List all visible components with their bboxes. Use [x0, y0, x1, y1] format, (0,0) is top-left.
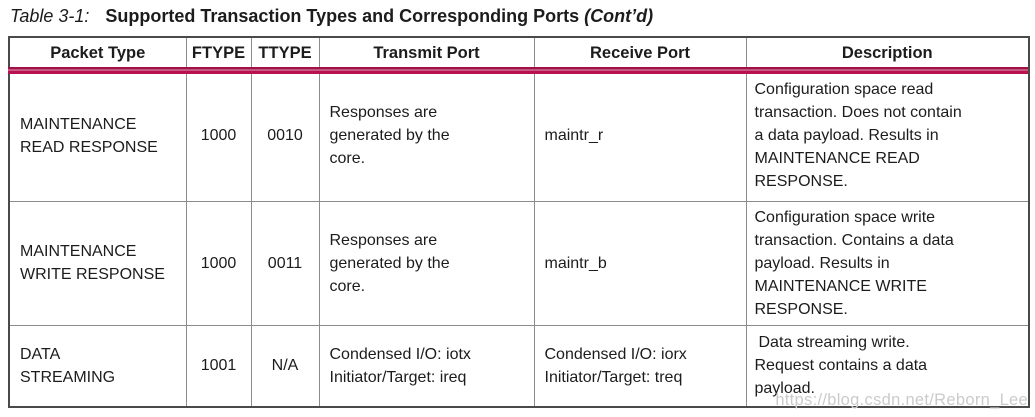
- table-caption-label: Table 3-1:: [10, 6, 90, 26]
- transmit-port-cell: Responses are generated by the core.: [318, 69, 535, 202]
- col-header-receive-port: Receive Port: [533, 36, 747, 70]
- table-caption-contd: (Cont’d): [584, 6, 654, 26]
- col-header-transmit-port: Transmit Port: [318, 36, 535, 70]
- csdn-watermark: https://blog.csdn.net/Reborn_Lee: [775, 391, 1028, 409]
- receive-port-cell: Condensed I/O: iorx Initiator/Target: tr…: [533, 324, 747, 408]
- description-cell: Configuration space read transaction. Do…: [745, 69, 1030, 202]
- ttype-cell: N/A: [250, 324, 320, 408]
- description-cell: Data streaming write. Request contains a…: [745, 324, 1030, 408]
- table-caption: Table 3-1: Supported Transaction Types an…: [10, 4, 653, 28]
- table-caption-text: Supported Transaction Types and Correspo…: [105, 6, 580, 26]
- ftype-cell: 1000: [185, 200, 252, 326]
- table-header-row: Packet Type FTYPE TTYPE Transmit Port Re…: [8, 36, 1030, 70]
- col-header-description: Description: [745, 36, 1030, 70]
- transmit-port-cell: Responses are generated by the core.: [318, 200, 535, 326]
- packet-type-cell: MAINTENANCE WRITE RESPONSE: [8, 200, 187, 326]
- col-header-ftype: FTYPE: [185, 36, 252, 70]
- packet-type-cell: DATA STREAMING: [8, 324, 187, 408]
- ftype-cell: 1000: [185, 69, 252, 202]
- ftype-cell: 1001: [185, 324, 252, 408]
- table-row: MAINTENANCE READ RESPONSE 1000 0010 Resp…: [8, 69, 1030, 202]
- receive-port-cell: maintr_b: [533, 200, 747, 326]
- packet-type-cell: MAINTENANCE READ RESPONSE: [8, 69, 187, 202]
- table-row: DATA STREAMING 1001 N/A Condensed I/O: i…: [8, 324, 1030, 408]
- table-row: MAINTENANCE WRITE RESPONSE 1000 0011 Res…: [8, 200, 1030, 326]
- transmit-port-cell: Condensed I/O: iotx Initiator/Target: ir…: [318, 324, 535, 408]
- ttype-cell: 0011: [250, 200, 320, 326]
- description-cell: Configuration space write transaction. C…: [745, 200, 1030, 326]
- transaction-types-table: Packet Type FTYPE TTYPE Transmit Port Re…: [8, 36, 1030, 408]
- ttype-cell: 0010: [250, 69, 320, 202]
- receive-port-cell: maintr_r: [533, 69, 747, 202]
- col-header-packet-type: Packet Type: [8, 36, 187, 70]
- col-header-ttype: TTYPE: [250, 36, 320, 70]
